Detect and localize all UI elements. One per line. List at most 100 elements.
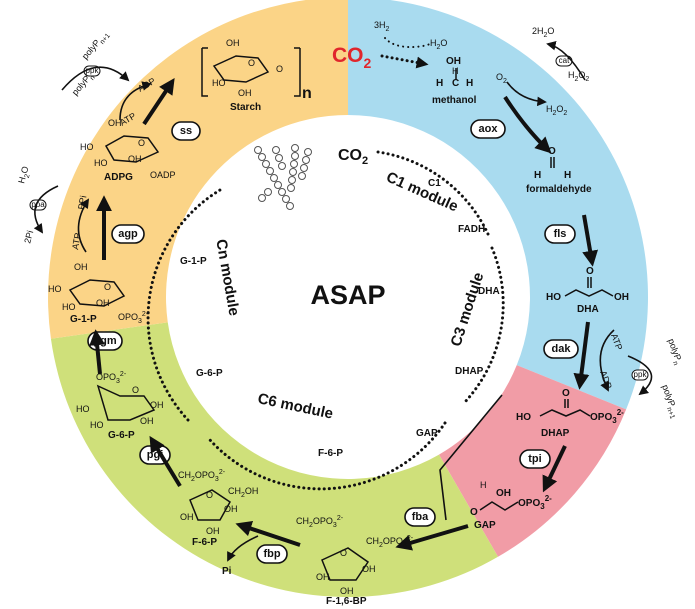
svg-text:OH: OH	[446, 56, 461, 67]
cn-sector	[48, 0, 348, 339]
svg-text:HO: HO	[48, 284, 62, 294]
dha-label: DHA	[577, 304, 599, 315]
svg-text:fls: fls	[554, 228, 567, 240]
svg-text:H: H	[436, 78, 443, 89]
svg-text:HO: HO	[62, 302, 76, 312]
adpg-structure: OH O HO HO OADP OH ADPG	[80, 118, 176, 183]
svg-text:H: H	[480, 480, 487, 490]
svg-text:2Pi: 2Pi	[22, 229, 35, 244]
inner-c1: C1	[428, 178, 441, 189]
svg-text:ppk: ppk	[86, 66, 100, 75]
svg-text:HO: HO	[80, 142, 94, 152]
svg-text:C: C	[452, 78, 459, 89]
c6-sector-content: fba O CH2OPO32- CH2OPO32- OH OH OH F-1,6…	[76, 371, 469, 607]
formaldehyde-label: formaldehyde	[526, 184, 592, 195]
formaldehyde-structure: O H H formaldehyde	[526, 146, 592, 195]
svg-text:ppa: ppa	[31, 200, 45, 209]
svg-text:OPO32-: OPO32-	[590, 408, 624, 425]
svg-text:O: O	[276, 64, 283, 74]
enzyme-ss: ss	[171, 121, 201, 141]
dhap-label: DHAP	[541, 428, 570, 439]
svg-text:O: O	[548, 146, 556, 157]
methanol-label: methanol	[432, 95, 477, 106]
inner-dha: DHA	[478, 286, 500, 297]
module-c1-label: C1 module	[384, 169, 461, 216]
svg-text:OPO32-: OPO32-	[118, 311, 149, 325]
inner-cycle	[146, 150, 505, 491]
svg-text:OH: OH	[224, 504, 238, 514]
dhap-to-fba-line	[439, 394, 503, 521]
module-c6-label: C6 module	[256, 390, 335, 423]
fba-arrow	[395, 524, 469, 551]
svg-text:tpi: tpi	[528, 453, 541, 465]
g6p-label: G-6-P	[108, 430, 135, 441]
svg-text:HO: HO	[90, 420, 104, 430]
svg-text:polyPn+1: polyPn+1	[80, 28, 112, 63]
inner-fadh: FADH	[458, 224, 485, 235]
co2-input: CO2	[332, 44, 372, 71]
starch-branch-icon	[254, 144, 312, 210]
svg-text:OH: OH	[226, 38, 240, 48]
svg-text:ATP: ATP	[70, 232, 83, 250]
dhap-structure: O HO OPO32- DHAP	[516, 388, 624, 439]
svg-text:O: O	[132, 385, 139, 395]
aox-arrow	[503, 95, 552, 154]
svg-text:OH: OH	[140, 416, 154, 426]
svg-text:H2O: H2O	[16, 165, 33, 185]
svg-text:2H2O: 2H2O	[532, 26, 554, 39]
svg-text:O2: O2	[496, 72, 507, 85]
o2-arrow	[506, 81, 547, 107]
starch-label: Starch	[230, 102, 261, 113]
inner-gap: GAP	[416, 428, 438, 439]
svg-text:fba: fba	[412, 511, 429, 523]
inner-labels: CO2 C1 FADH DHA DHAP GAP F-6-P G-6-P G-1…	[180, 147, 500, 459]
enzyme-fls: fls	[544, 224, 576, 244]
g1p-structure: OH O HO HO OPO32- OH G-1-P	[48, 262, 149, 325]
c1-sector-content: CO2 3H2 H2O OH H C H H methanol aox O2 H…	[332, 20, 592, 195]
svg-text:O: O	[104, 282, 111, 292]
starch-structure: OH O HO OH O n Starch	[201, 38, 312, 113]
atp-adp-ss-arrow	[119, 81, 152, 121]
svg-text:polyPn: polyPn	[663, 337, 684, 366]
dak-arrow	[573, 321, 590, 390]
inner-dhap: DHAP	[455, 366, 484, 377]
cat-arrow	[546, 40, 586, 81]
svg-text:H: H	[534, 170, 541, 181]
svg-text:CH2OPO32-: CH2OPO32-	[366, 535, 414, 549]
f6p-structure: O CH2OPO32- CH2OH OH OH OH F-6-P	[178, 469, 258, 548]
svg-text:O: O	[206, 490, 213, 500]
svg-text:dak: dak	[552, 343, 572, 355]
enzyme-fbp: fbp	[256, 544, 288, 564]
enzyme-dak: dak	[543, 339, 579, 359]
c6-sector	[50, 322, 498, 597]
dotted-arc-c1	[376, 150, 490, 236]
svg-text:OH: OH	[108, 118, 122, 128]
svg-text:OH: OH	[614, 292, 629, 303]
f16bp-structure: O CH2OPO32- CH2OPO32- OH OH OH F-1,6-BP	[296, 515, 414, 607]
svg-text:CH2OPO32-: CH2OPO32-	[178, 469, 226, 483]
h2-label: 3H2	[374, 20, 390, 33]
svg-text:OH: OH	[340, 586, 354, 596]
g1p-label: G-1-P	[70, 314, 97, 325]
svg-text:OH: OH	[96, 298, 110, 308]
enzyme-pgm: pgm	[87, 331, 123, 351]
svg-text:HO: HO	[516, 412, 531, 423]
module-cn-label: Cn module	[212, 238, 242, 317]
svg-text:H: H	[564, 170, 571, 181]
svg-text:HO: HO	[212, 78, 226, 88]
svg-text:H2O2: H2O2	[546, 104, 567, 117]
c1-sector	[348, 0, 648, 410]
svg-text:ppk: ppk	[634, 370, 648, 379]
svg-text:O: O	[586, 266, 594, 277]
svg-text:ss: ss	[180, 125, 192, 137]
h2o-label-a: H2O	[430, 38, 447, 51]
svg-text:HO: HO	[76, 404, 90, 414]
svg-text:OH: OH	[150, 400, 164, 410]
pgm-arrow	[89, 329, 106, 375]
co2-to-methanol-arrow	[380, 54, 429, 69]
svg-text:OPO32-: OPO32-	[518, 494, 552, 511]
ppk-top-arrow	[61, 66, 130, 91]
svg-text:H: H	[452, 66, 459, 76]
ppk-right-arrow	[627, 355, 653, 396]
